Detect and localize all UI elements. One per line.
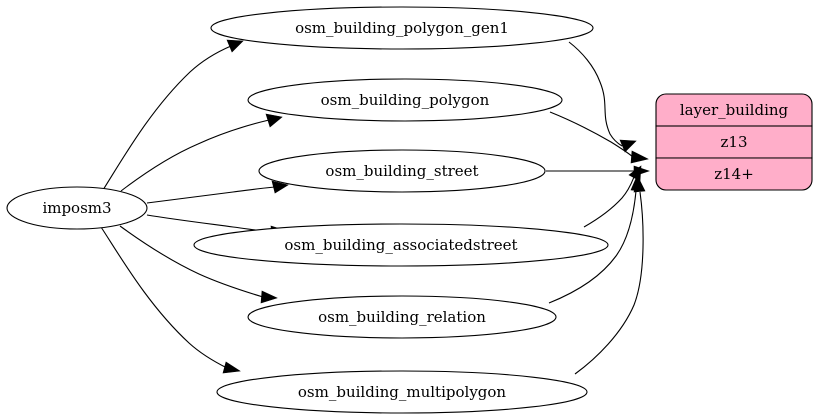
edge-osm_building_multipolygon-to-z14plus (574, 176, 646, 375)
node-osm_building_polygon_gen1[interactable]: osm_building_polygon_gen1 (210, 6, 594, 50)
osm_building_polygon-ellipse[interactable] (247, 78, 563, 122)
edge-group-tables-to-layer (546, 41, 650, 375)
edge-imposm3-to-osm_building_relation (119, 225, 278, 304)
osm_building_polygon_gen1-label: osm_building_polygon_gen1 (295, 19, 509, 37)
node-imposm3[interactable]: imposm3 (6, 186, 148, 230)
edge-osm_building_associatedstreet-to-z14plus (583, 165, 642, 228)
node-osm_building_relation[interactable]: osm_building_relation (247, 295, 557, 339)
zoom-z14plus-label: z14+ (714, 165, 754, 183)
edge-imposm3-to-osm_building_multipolygon (100, 226, 241, 374)
edge-osm_building_polygon_gen1-to-z13 (568, 41, 637, 153)
edge-imposm3-to-osm_building_polygon (120, 113, 283, 192)
osm_building_multipolygon-label: osm_building_multipolygon (298, 383, 507, 401)
osm_building_relation-label: osm_building_relation (318, 308, 486, 326)
zoom-z14plus-cell[interactable] (655, 157, 813, 191)
osm_building_street-ellipse[interactable] (258, 149, 546, 193)
zoom-z13-cell[interactable] (655, 125, 813, 159)
layer-title-cell[interactable] (655, 93, 813, 127)
node-layer_building[interactable]: layer_building z13 z14+ (655, 93, 813, 191)
osm_building_polygon-label: osm_building_polygon (321, 91, 490, 109)
imposm3-ellipse[interactable] (6, 186, 148, 230)
osm_building_polygon_gen1-ellipse[interactable] (210, 6, 594, 50)
edge-osm_building_polygon-to-z14plus (549, 111, 649, 164)
osm_building_street-label: osm_building_street (325, 162, 478, 180)
zoom-z13-label: z13 (721, 133, 748, 151)
osm_building_multipolygon-ellipse[interactable] (216, 370, 588, 414)
osm_building_relation-ellipse[interactable] (247, 295, 557, 339)
edge-imposm3-to-osm_building_polygon_gen1 (102, 39, 244, 191)
edge-imposm3-to-osm_building_street (146, 180, 289, 204)
node-osm_building_associatedstreet[interactable]: osm_building_associatedstreet (193, 223, 609, 267)
layer-title-label: layer_building (680, 101, 789, 119)
osm_building_associatedstreet-ellipse[interactable] (193, 223, 609, 267)
node-osm_building_polygon[interactable]: osm_building_polygon (247, 78, 563, 122)
node-osm_building_multipolygon[interactable]: osm_building_multipolygon (216, 370, 588, 414)
imposm3-label: imposm3 (42, 199, 111, 217)
osm_building_associatedstreet-label: osm_building_associatedstreet (284, 236, 517, 254)
node-osm_building_street[interactable]: osm_building_street (258, 149, 546, 193)
